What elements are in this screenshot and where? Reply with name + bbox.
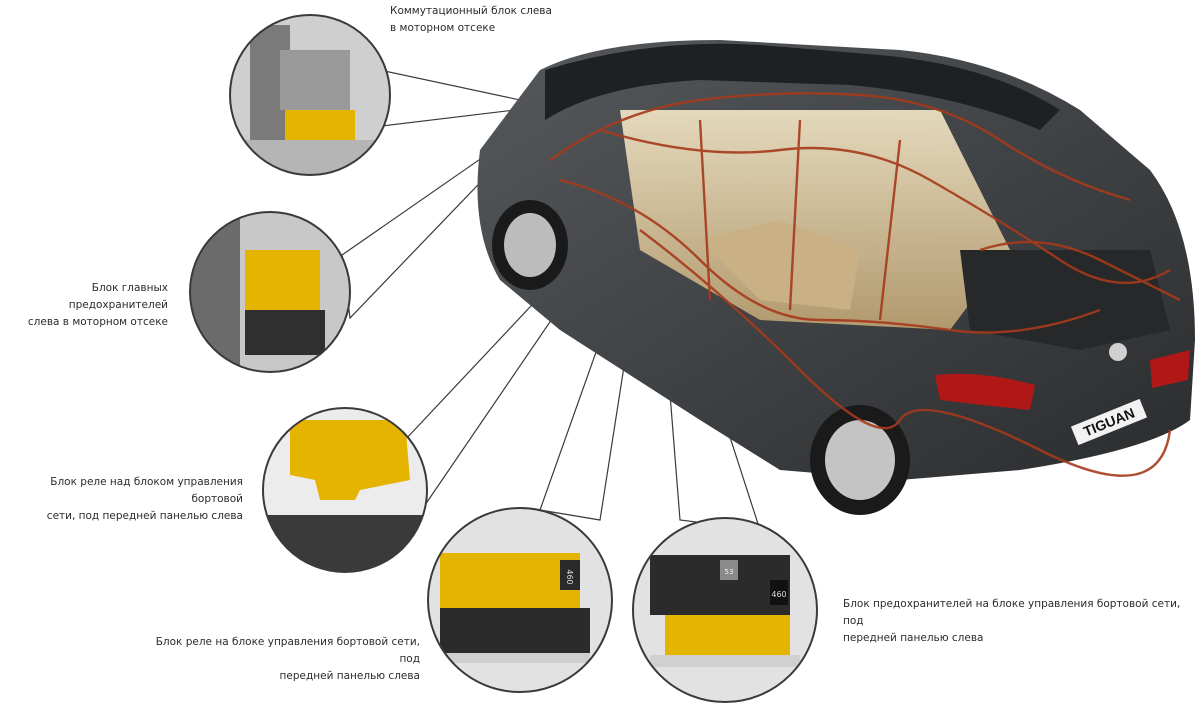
svg-text:53: 53 (725, 568, 734, 576)
callout-label-relay-above-bcm: Блок реле над блоком управления бортовой… (0, 474, 243, 525)
inset-main-fuse-block (189, 211, 351, 373)
inset-relay-above-bcm (262, 407, 428, 573)
label-line: в моторном отсеке (390, 22, 496, 34)
wiring-harness (549, 92, 1181, 477)
callout-label-relay-on-bcm: Блок реле на блоке управления бортовой с… (140, 634, 420, 685)
callout-label-main-fuse-block: Блок главных предохранителей слева в мот… (0, 280, 168, 331)
label-line: Блок реле на блоке управления бортовой с… (155, 636, 420, 665)
label-line: Блок реле над блоком управления бортовой (50, 476, 243, 505)
callout-label-engine-switch-block: Коммутационный блок слева в моторном отс… (390, 3, 552, 37)
inset-fuse-on-bcm: 53 460 (632, 517, 818, 703)
inset-relay-on-bcm: 460 (427, 507, 613, 693)
inset-engine-switch-block (229, 14, 391, 176)
label-line: Блок предохранителей на блоке управления… (843, 598, 1181, 627)
callout-label-fuse-on-bcm: Блок предохранителей на блоке управления… (843, 596, 1200, 647)
label-line: Блок главных предохранителей (68, 282, 168, 311)
label-line: Коммутационный блок слева (390, 5, 552, 17)
svg-text:460: 460 (771, 590, 786, 599)
vehicle-illustration: TIGUAN (477, 40, 1195, 515)
label-line: сети, под передней панелью слева (46, 510, 243, 522)
label-line: передней панелью слева (843, 632, 984, 644)
label-line: передней панелью слева (279, 670, 420, 682)
svg-text:460: 460 (565, 569, 574, 584)
label-line: слева в моторном отсеке (27, 316, 168, 328)
